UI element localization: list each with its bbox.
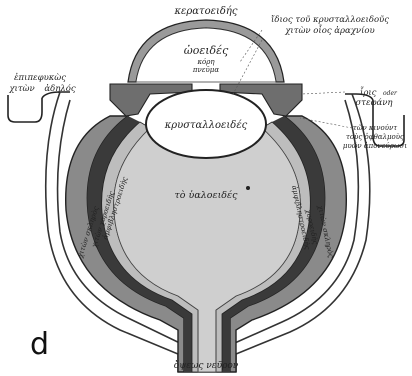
label-lens: κρυσταλλοειδές [164, 120, 248, 131]
label-aqueous: ὠοειδές [184, 44, 229, 57]
label-iris-note: oder [383, 90, 398, 97]
label-conjunctiva-line3: ἀδηλός [44, 83, 75, 94]
label-conjunctiva-line2: χιτὼν [8, 83, 34, 94]
label-iris-line1: ἶρις [360, 85, 377, 98]
label-muscles-line2: τοὺς ὀφθαλμοὺς [346, 132, 404, 141]
panel-letter: d [30, 327, 49, 362]
label-optic-nerve: ὄψεως νεῦρον [174, 360, 239, 371]
vitreous-body [114, 128, 301, 372]
label-pupil-line1: κόρη [196, 58, 215, 66]
label-iris-line2: στεφάνη [355, 97, 393, 108]
label-lens-capsule-line1: ἴδιος τοῦ κρυσταλλοειδοῦς [271, 14, 389, 25]
label-muscles-line1: τῶν κινούντ [353, 124, 397, 132]
label-conjunctiva-line1: ἐπιπεφυκὼς [14, 72, 66, 83]
label-muscles-line3: μυῶν ἀπονεύρωσι [343, 141, 407, 150]
label-vitreous: τὸ ὑαλοειδές [175, 190, 239, 201]
label-cornea: κερατοειδής [173, 6, 237, 17]
vitreous-dot [246, 186, 250, 190]
label-pupil-line2: πνεῦμα [192, 66, 219, 74]
